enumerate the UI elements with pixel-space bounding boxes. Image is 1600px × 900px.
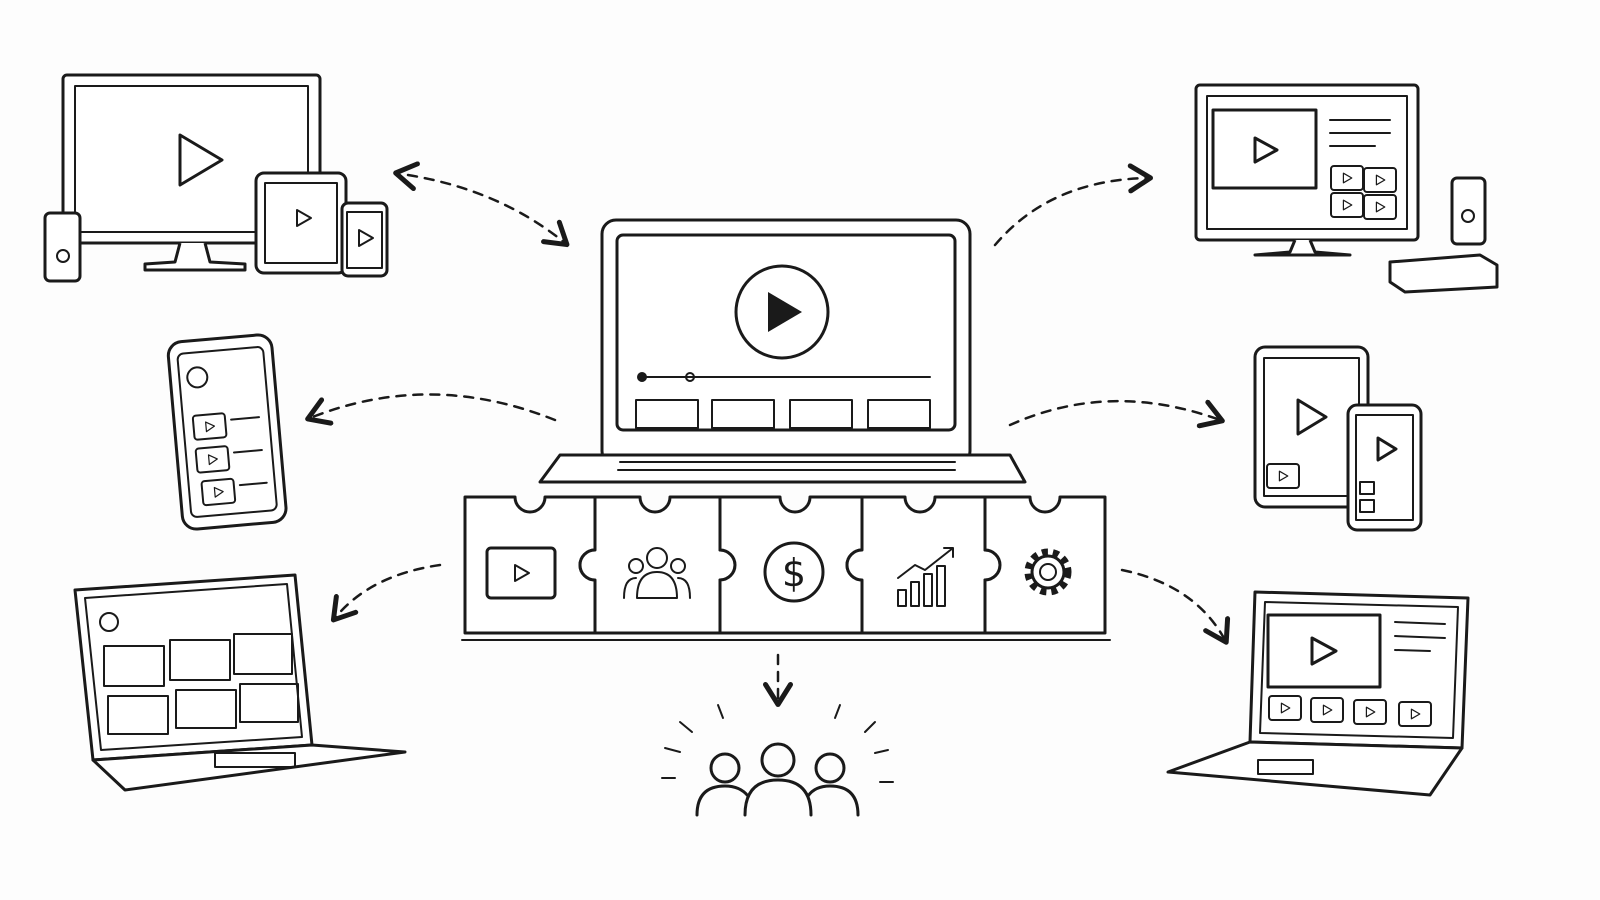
device-smartphone [166,333,288,531]
connection-arrows [305,161,1231,707]
module-monetization: $ [718,495,864,635]
arrow-bottom-right [1120,568,1231,645]
arrow-top-left [393,161,570,248]
video-icon [485,546,557,600]
arrow-middle-left [305,393,557,426]
device-laptop-grid [73,573,407,792]
phone [340,201,389,278]
device-tv-tablet-phone [43,73,389,283]
module-video [463,495,597,635]
set-top-box [1388,253,1499,294]
gear-icon [1024,548,1072,596]
remote-icon [43,211,82,283]
growth-chart-icon [897,547,954,607]
device-smart-tv-set-top-box [1194,83,1499,294]
users-icon [623,547,691,599]
device-laptop-player [1166,590,1470,797]
profile-icon [99,612,119,632]
module-analytics [845,495,1002,635]
device-tablet-and-phone [1253,345,1423,532]
central-laptop [538,218,1027,484]
audience-icon [661,704,894,817]
arrow-top-right [993,163,1153,247]
profile-icon [186,366,209,389]
feature-modules: $ [461,495,1111,641]
dollar-icon [763,541,825,603]
play-button-icon [734,264,830,360]
svg-text:$: $ [782,551,806,595]
module-users [578,495,737,635]
arrow-middle-right [1008,399,1225,429]
arrow-bottom-left [330,563,442,623]
module-settings [983,495,1107,635]
